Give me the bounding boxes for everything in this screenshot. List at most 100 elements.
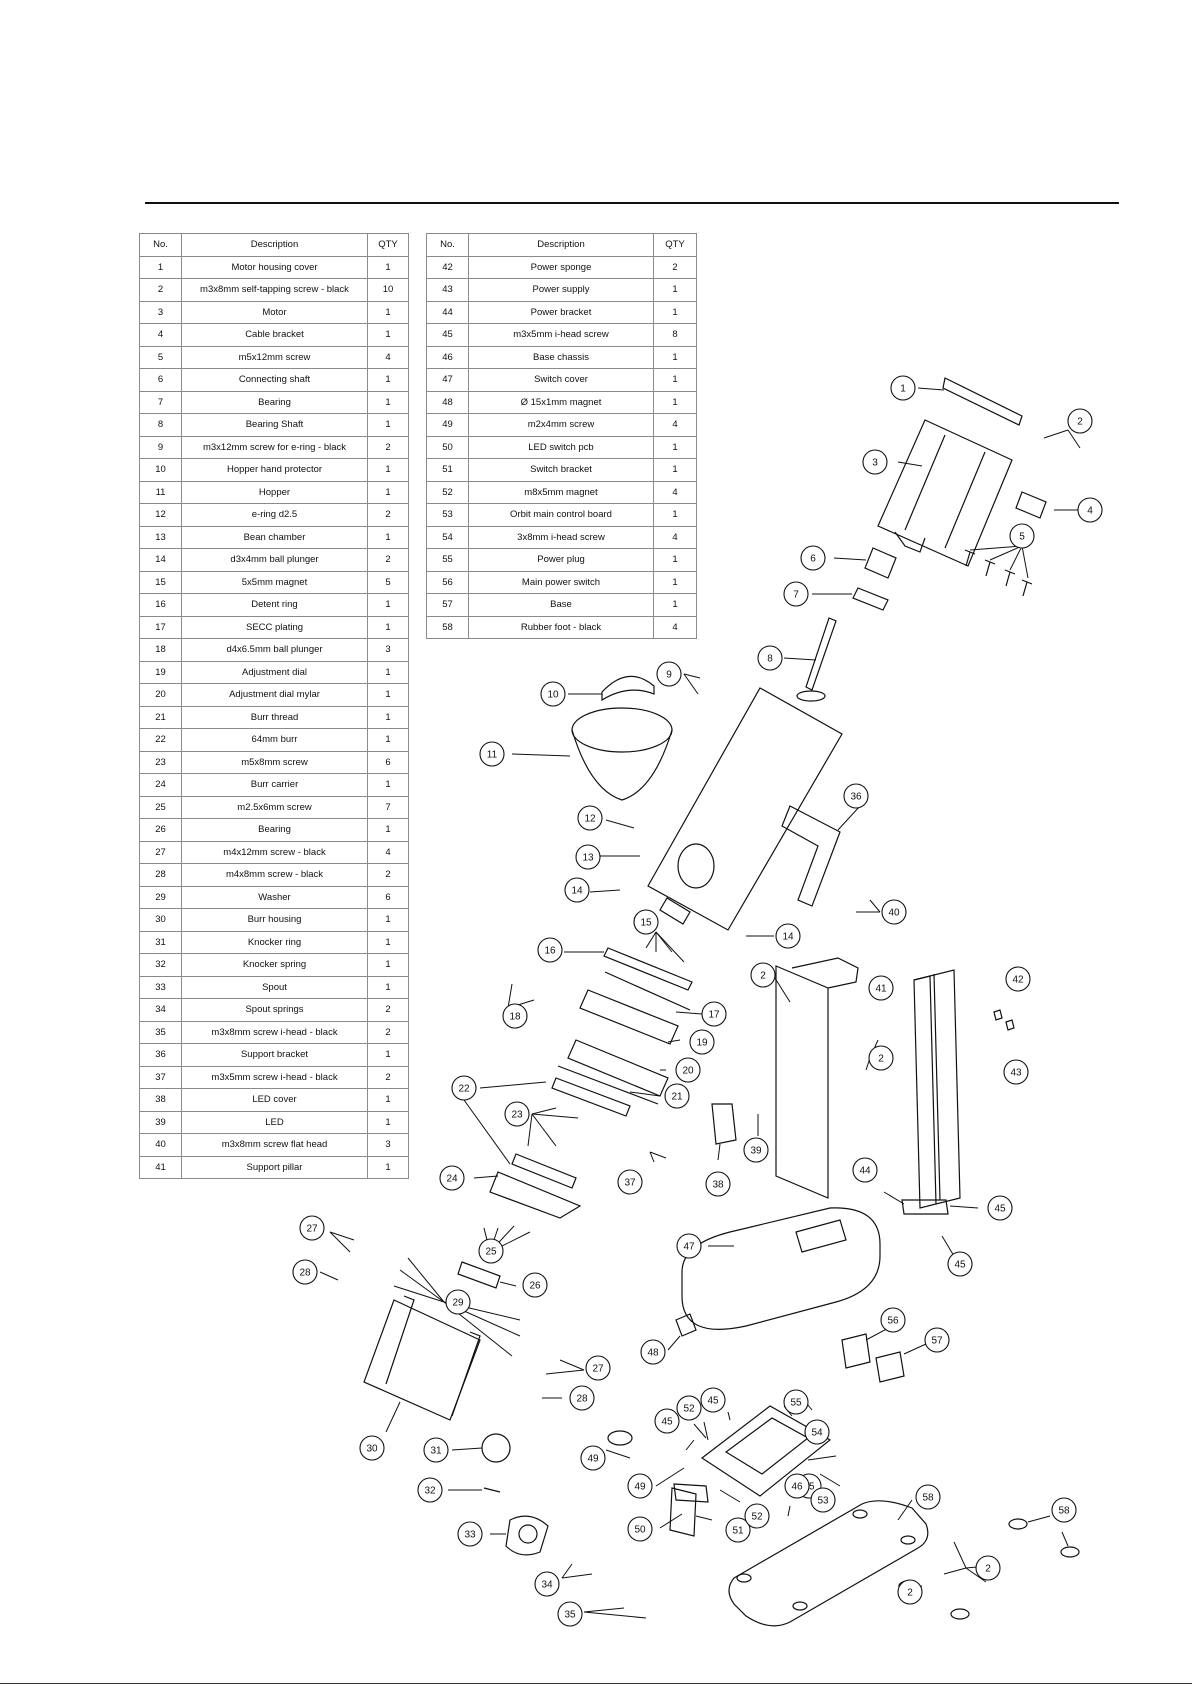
callout-label: 52 [751,1512,763,1523]
cell-qty: 2 [367,1020,409,1044]
hopper-shape [571,707,673,753]
callout-circle [675,1057,701,1083]
callout-14: 14 [775,923,801,949]
hopper-hand-protector-shape [601,675,655,702]
callout-label: 4 [1087,506,1093,517]
callout-label: 7 [793,590,799,601]
callout-53: 53 [810,1487,836,1513]
callout-label: 51 [732,1526,744,1537]
callout-52: 52 [744,1503,770,1529]
callout-label: 25 [485,1247,497,1258]
base-chassis-shape [681,1207,881,1330]
burr-housing-shape [363,1299,481,1421]
callout-22: 22 [451,1075,477,1101]
callout-circle [640,1339,666,1365]
power-supply-shape [913,969,961,1209]
callout-label: 50 [634,1525,646,1536]
led-cover-shape [711,1103,737,1145]
callout-label: 10 [547,690,559,701]
callout-circle [617,1169,643,1195]
callout-label: 54 [811,1428,823,1439]
power-plug-shape [841,1333,871,1369]
callout-label: 9 [666,670,672,681]
callout-16: 16 [537,937,563,963]
power-sponge-shape [993,1009,1015,1031]
main-power-switch-shape [875,1351,905,1383]
callout-label: 38 [712,1180,724,1191]
callout-label: 2 [760,971,766,982]
callout-circle [705,1171,731,1197]
adjustment-dial-shape [579,989,679,1045]
callout-2: 2 [897,1579,923,1605]
callout-label: 42 [1012,975,1024,986]
callout-56: 56 [880,1307,906,1333]
callout-45: 45 [700,1387,726,1413]
header-qty: QTY [653,233,697,257]
callout-label: 57 [931,1336,943,1347]
callout-58: 58 [915,1484,941,1510]
secc-plating-shape [604,971,691,1011]
callout-circle [897,1579,923,1605]
callout-circle [451,1075,477,1101]
callout-circle [800,545,826,571]
callout-label: 2 [985,1564,991,1575]
switch-bracket-shape [673,1483,709,1503]
callout-label: 8 [767,654,773,665]
knocker-ring-shape [481,1433,511,1463]
callouts: 1234567891011121314141516171819202122232… [292,375,1103,1627]
callout-circle [627,1516,653,1542]
callout-2: 2 [750,962,776,988]
callout-8: 8 [757,645,783,671]
cell-qty: 4 [653,615,697,639]
callout-label: 15 [640,918,652,929]
callout-label: 40 [888,908,900,919]
power-bracket-shape [901,1199,949,1215]
callout-31: 31 [423,1437,449,1463]
callout-circle [975,1555,1001,1581]
callout-27: 27 [299,1215,325,1241]
callout-label: 20 [682,1066,694,1077]
callout-27: 27 [585,1355,611,1381]
knocker-spring-shape [483,1487,501,1493]
bearing-shaft-shape [805,617,837,691]
cable-bracket-shape [1015,491,1047,519]
header-qty: QTY [367,233,409,257]
callout-circle [537,937,563,963]
callout-1: 1 [890,375,916,401]
cell-qty: 1 [367,480,409,504]
callout-20: 20 [675,1057,701,1083]
callout-2: 2 [1067,408,1093,434]
callout-circle [725,1517,751,1543]
cell-no: 58 [426,615,469,639]
callout-circle [880,1307,906,1333]
burr-carrier-shape [489,1171,582,1219]
callout-circle [757,645,783,671]
callout-26: 26 [522,1272,548,1298]
bearing-26-shape [457,1261,501,1289]
callout-label: 12 [584,814,596,825]
callout-circle [868,975,894,1001]
callout-circle [1003,1059,1029,1085]
callout-circle [783,581,809,607]
callout-41: 41 [868,975,894,1001]
callout-label: 27 [306,1224,318,1235]
callout-52: 52 [676,1395,702,1421]
callout-7: 7 [783,581,809,607]
cell-qty: 10 [367,278,409,302]
callout-44: 44 [852,1157,878,1183]
callout-5: 5 [1009,523,1035,549]
callout-17: 17 [701,1001,727,1027]
